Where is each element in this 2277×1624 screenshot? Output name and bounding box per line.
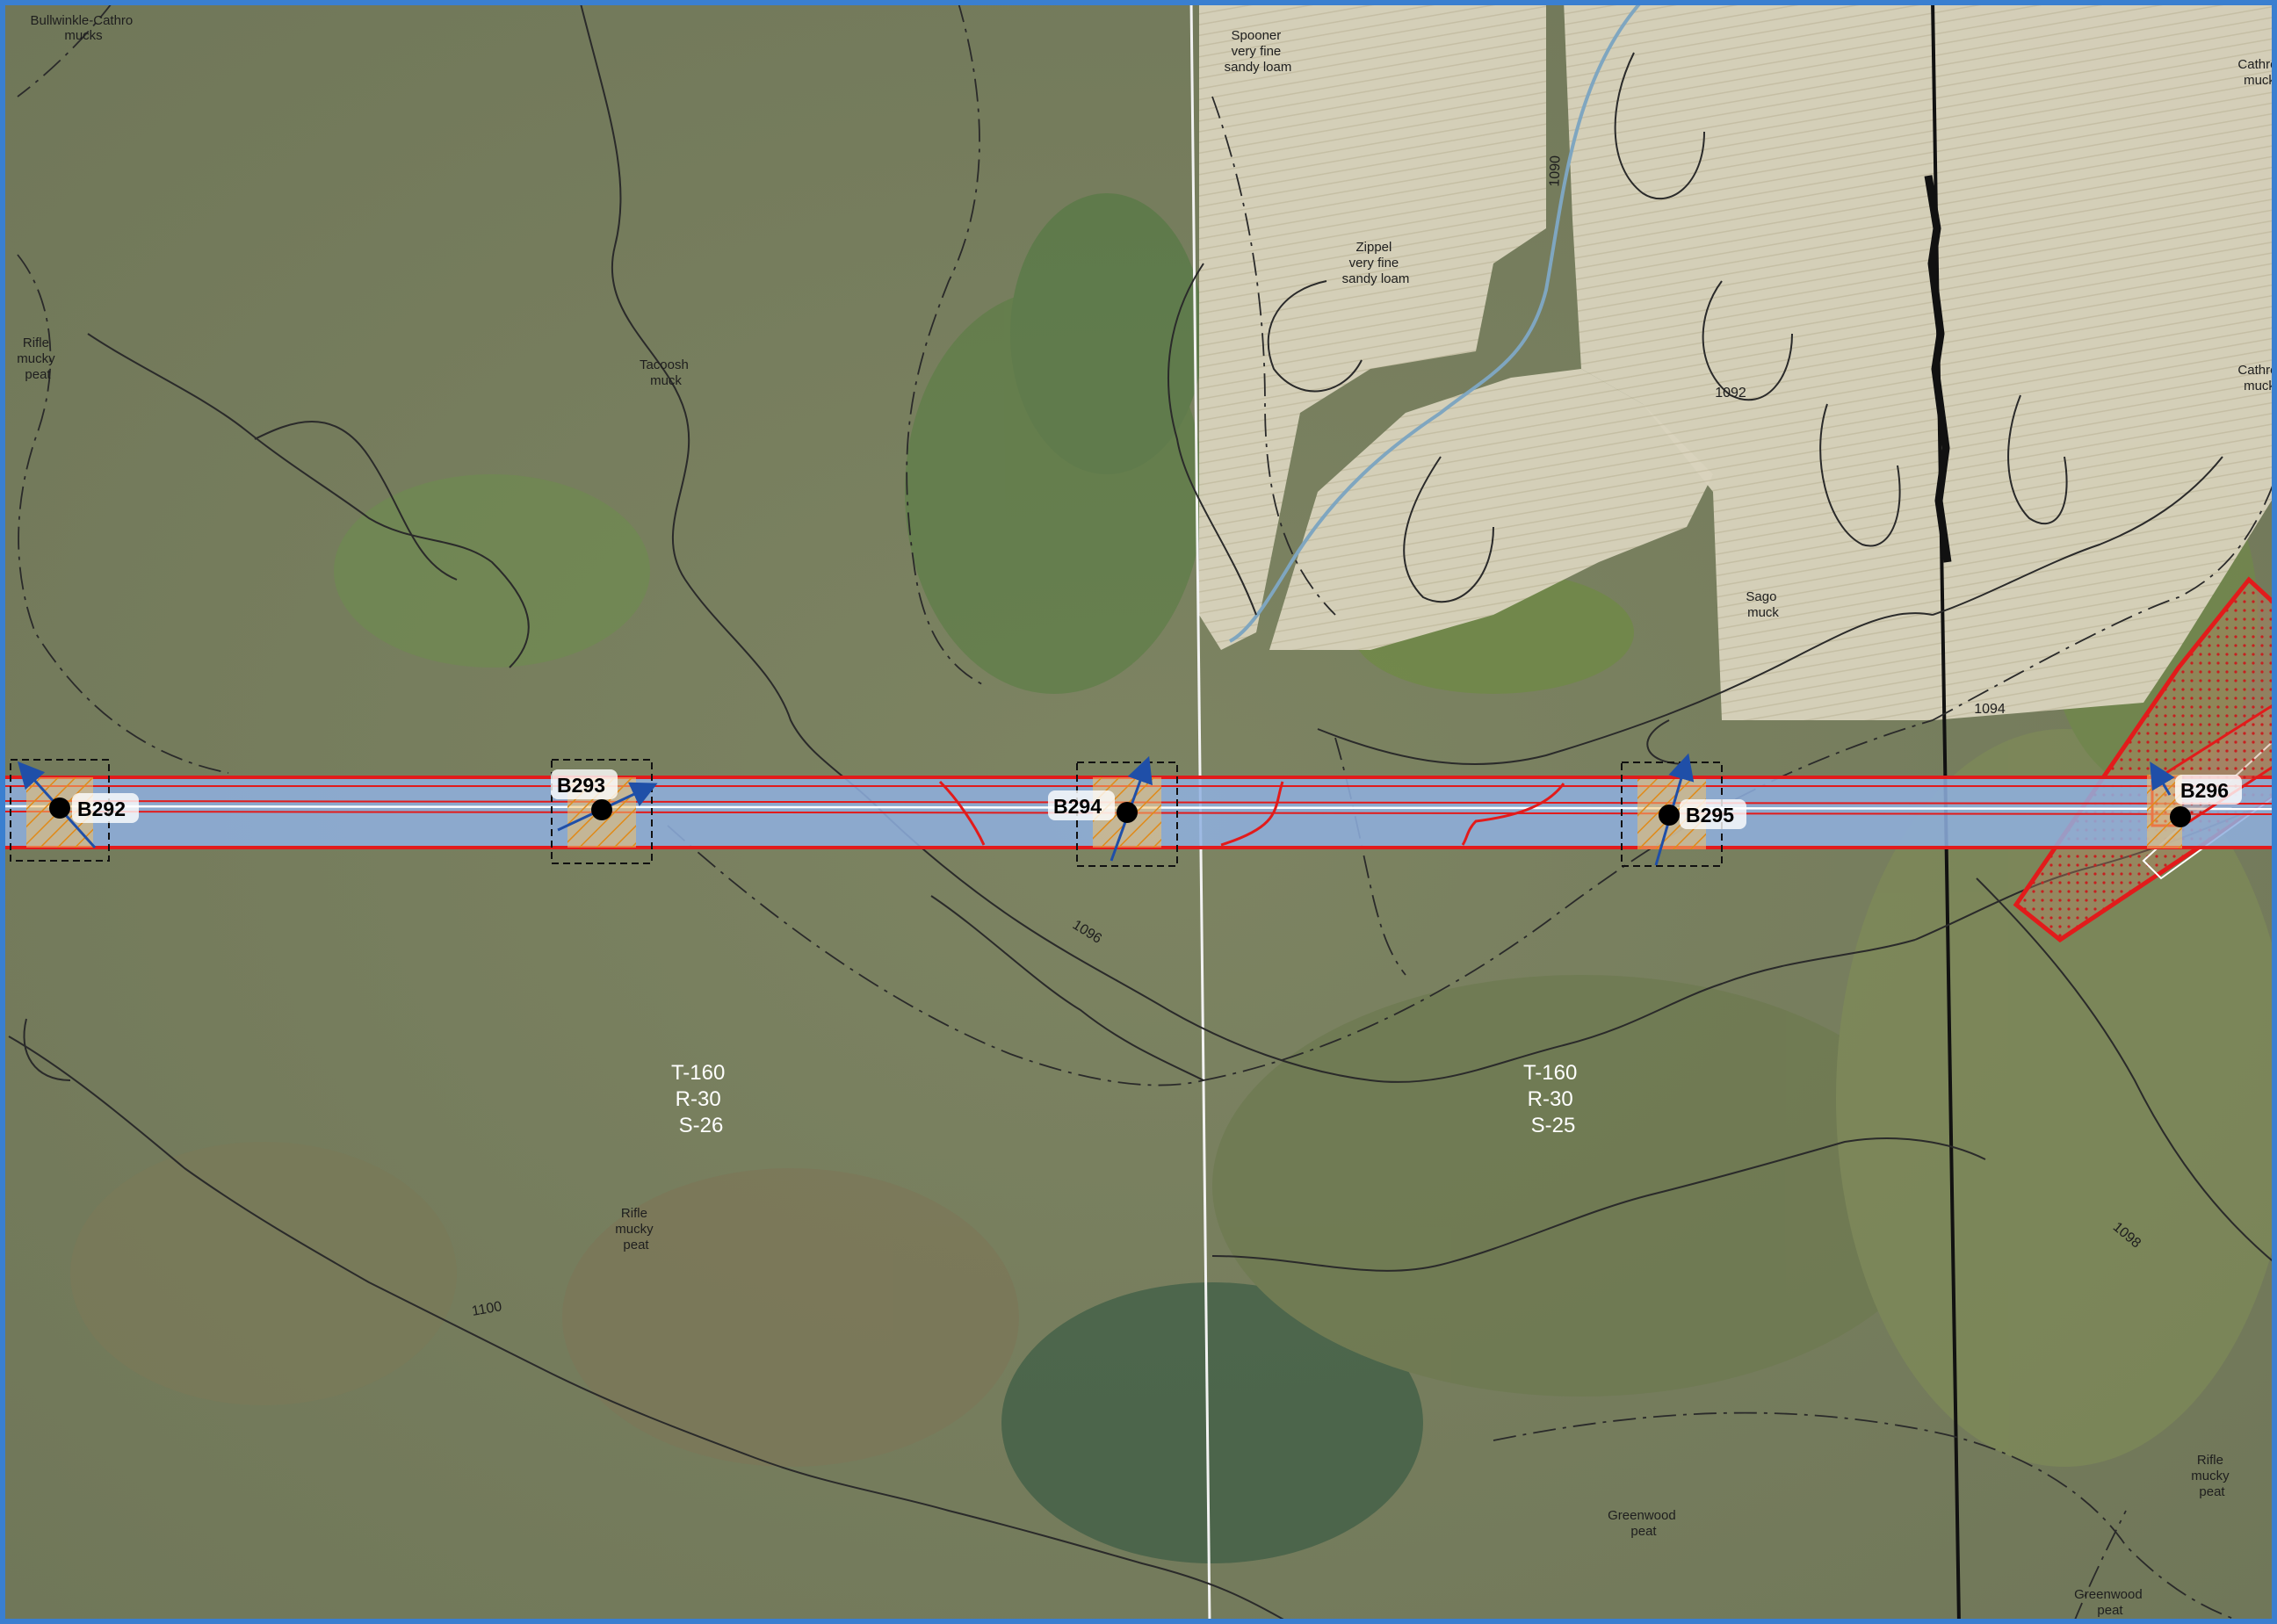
station-label-b293: B293 [557,774,605,797]
soil-label-greenwood-center: Greenwood peat [1608,1508,1680,1539]
soil-label-bullwinkle-cathro: Bullwinkle-Cathro mucks [31,13,137,43]
soil-label-cathro-top: Cathro muck [2237,57,2277,88]
cultivated-fields [1199,0,2277,720]
contour-label: 1094 [1974,702,2006,717]
station-point-icon[interactable] [1659,805,1680,826]
station-label-b292: B292 [77,798,126,820]
direction-arrow-icon [2150,761,2175,796]
soil-label-greenwood-corner: Greenwood peat [2074,1587,2146,1618]
trs-label-s26: T-160 R-30 S-26 [671,1061,731,1137]
station-label-b296: B296 [2180,779,2229,802]
soil-label-spooner: Spooner very fine sandy loam [1225,28,1292,75]
contour-label: 1090 [1547,155,1563,187]
trs-label-s25: T-160 R-30 S-25 [1523,1061,1583,1137]
soil-label-tacoosh: Tacoosh muck [640,357,692,388]
soil-labels: Bullwinkle-Cathro mucks Spooner very fin… [17,13,2277,1618]
station-label-b294: B294 [1053,795,1102,818]
soil-label-cathro-right: Cathro muck [2237,363,2277,393]
soil-label-rifle-left: Rifle mucky peat [17,336,59,382]
soil-label-sago: Sago muck [1746,589,1780,620]
vegetation-patches [70,193,2277,1563]
stations: B292 B293 B294 B295 B296 [49,769,2242,829]
soil-label-rifle-center: Rifle mucky peat [615,1206,657,1252]
contour-label: 1100 [471,1299,503,1319]
soil-boundaries [17,0,2277,1624]
station-point-icon[interactable] [2170,806,2191,827]
station-label-b295: B295 [1686,804,1734,826]
soil-label-zippel: Zippel very fine sandy loam [1342,240,1410,286]
township-labels: T-160 R-30 S-26 T-160 R-30 S-25 [671,1061,1583,1137]
station-point-icon[interactable] [1117,802,1138,823]
station-point-icon[interactable] [49,798,70,819]
drainage-stream [1229,0,1644,643]
contour-lines [8,0,2277,1624]
station-point-icon[interactable] [591,799,612,820]
soil-label-rifle-right: Rifle mucky peat [2191,1453,2233,1499]
contour-label: 1092 [1715,386,1746,401]
